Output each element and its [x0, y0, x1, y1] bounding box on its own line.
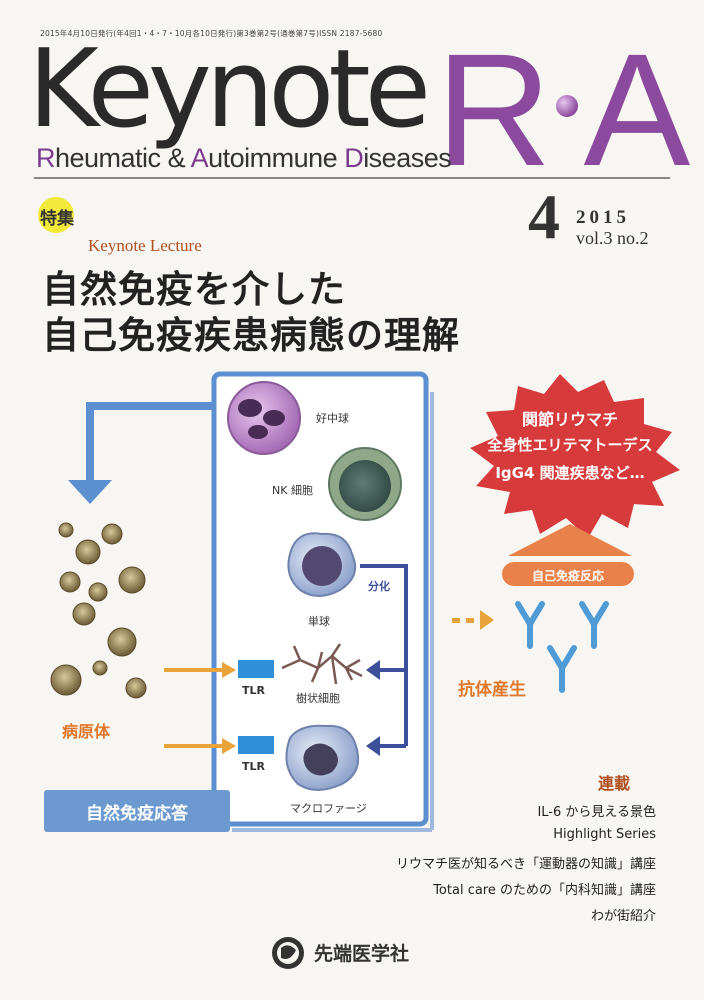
antibody-production-label: 抗体産生 — [458, 680, 526, 700]
monocyte-nucleus — [302, 546, 342, 586]
series-item: わが街紹介 — [590, 909, 656, 924]
neutrophil-nucleus-3 — [248, 425, 268, 439]
publisher-logo-mark — [281, 945, 296, 959]
disease-burst — [470, 374, 680, 538]
label-macrophage: マクロファージ — [290, 802, 367, 815]
tlr-arrow-lower-head — [222, 738, 236, 754]
dendritic-cell — [281, 643, 363, 685]
feature-kicker: Keynote Lecture — [88, 236, 202, 255]
innate-response-box: 自然免疫応答 — [44, 790, 230, 832]
issue-number: 4 — [528, 181, 560, 252]
feature-title-line2: 自己免疫疾患病態の理解 — [42, 314, 460, 357]
differentiation-bracket — [360, 564, 408, 746]
disease-1: 関節リウマチ — [521, 410, 618, 429]
issue-volume: vol.3 no.2 — [576, 228, 649, 248]
feature-badge: 特集 — [40, 209, 74, 229]
publication-info: 2015年4月10日発行(年4回1・4・7・10月各10日発行)第3巻第2号(通… — [40, 29, 383, 38]
neutrophil-nucleus-2 — [263, 410, 285, 426]
feature-title-line1: 自然免疫を介した — [42, 268, 346, 311]
pathogen-arrow-head — [68, 480, 112, 504]
issue-year: 2015 — [576, 207, 630, 228]
autoimmune-response-label: 自己免疫反応 — [531, 569, 604, 583]
brand-subtitle: Rheumatic & Autoimmune Diseases — [36, 143, 452, 173]
antibody-icons — [515, 601, 609, 693]
nk-cell-nucleus — [339, 460, 391, 512]
series-item: リウマチ医が知るべき「運動器の知識」講座 — [395, 857, 656, 872]
tlr-receptor-lower — [238, 736, 274, 754]
label-nk-cell: NK 細胞 — [272, 484, 313, 497]
disease-2: 全身性エリテマトーデス — [487, 436, 653, 454]
label-monocyte: 単球 — [308, 615, 330, 628]
header-divider — [34, 177, 670, 179]
label-dendritic: 樹状細胞 — [296, 692, 340, 705]
series-item: Highlight Series — [553, 827, 656, 842]
label-tlr-lower: TLR — [242, 760, 265, 773]
series-heading: 連載 — [598, 774, 631, 793]
antibody-arrow — [452, 610, 494, 630]
neutrophil-nucleus-1 — [238, 399, 262, 417]
pathogen-cluster — [50, 522, 147, 699]
series-item: IL-6 から見える景色 — [537, 805, 656, 820]
label-neutrophil: 好中球 — [316, 412, 349, 425]
arrow-to-dendritic — [366, 660, 380, 680]
disease-3: IgG4 関連疾患など… — [495, 464, 645, 482]
brand-keynote: Keynote — [28, 27, 431, 152]
publisher-name: 先端医学社 — [314, 943, 410, 965]
arrow-to-macrophage — [366, 736, 380, 756]
autoimmune-label-box — [502, 562, 634, 586]
macrophage-nucleus — [303, 743, 338, 776]
ra-dot-icon — [555, 94, 578, 117]
tlr-arrow-upper-head — [222, 662, 236, 678]
pathogen-arrow — [86, 402, 214, 484]
label-tlr-upper: TLR — [242, 684, 265, 697]
series-item: Total care のための「内科知識」講座 — [433, 883, 656, 898]
label-differentiation: 分化 — [368, 580, 390, 593]
autoimmune-triangle — [508, 524, 632, 556]
feature-badge-circle — [38, 197, 74, 233]
tlr-receptor-upper — [238, 660, 274, 678]
label-pathogen: 病原体 — [62, 722, 111, 741]
